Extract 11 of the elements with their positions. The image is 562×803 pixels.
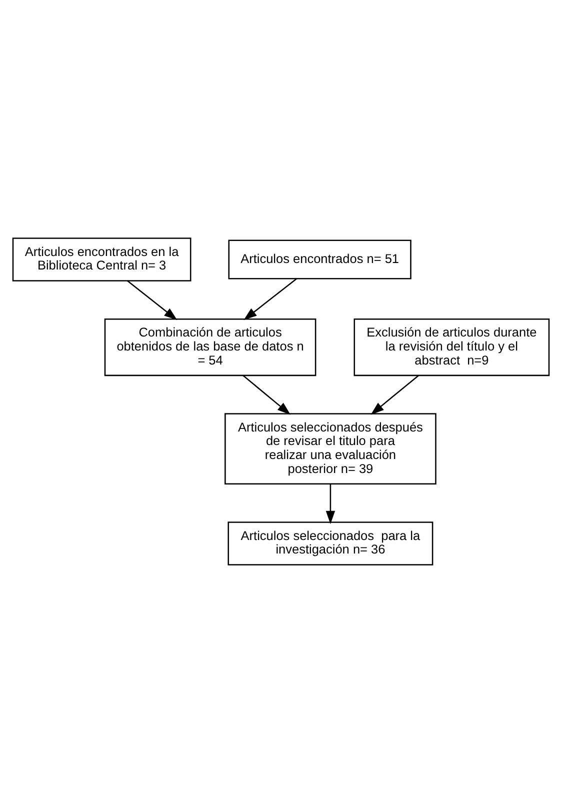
node-box: Articulos encontrados n= 51 bbox=[228, 240, 412, 280]
node-box: Articulos seleccionados para la investigación n= 36 bbox=[228, 522, 434, 566]
arrow bbox=[370, 375, 419, 415]
node-box: Articulos encontrados en la Biblioteca Central n= 3 bbox=[12, 238, 192, 282]
node-box: Articulos seleccionados después de revisar el titulo para realizar una evaluación posterior n= 39 bbox=[224, 413, 436, 485]
arrow bbox=[244, 278, 297, 320]
node-box: Combinación de articulos obtenidos de las base de datos n = 54 bbox=[104, 318, 316, 376]
node-box: Exclusión de articulos durante la revisión del título y el abstract n=9 bbox=[354, 318, 550, 376]
arrow bbox=[326, 484, 336, 524]
arrow bbox=[127, 280, 178, 320]
arrow bbox=[242, 375, 291, 415]
